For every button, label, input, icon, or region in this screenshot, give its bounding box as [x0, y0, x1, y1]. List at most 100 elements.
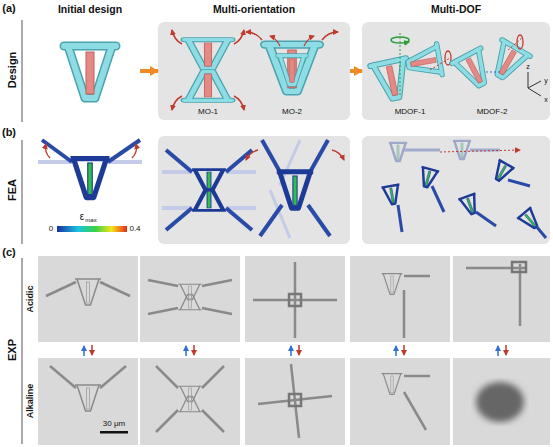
group-box: Multi-orientation [158, 22, 350, 120]
svg-line [162, 206, 192, 210]
svg-line [162, 170, 192, 174]
svg-line [403, 345, 405, 355]
panel-letter: (c) [2, 247, 15, 258]
colorbar-tick: 0 [49, 225, 53, 233]
colorbar-tick: 0.4 [129, 225, 140, 233]
svg-line [226, 206, 256, 210]
svg-rect [245, 256, 345, 342]
svg-use [178, 386, 201, 402]
svg-rect [289, 294, 301, 306]
svg-use [389, 143, 407, 161]
scale-label: 30 μm [103, 420, 125, 428]
fea-mo1 [162, 150, 256, 230]
svg-line [185, 346, 187, 356]
axis-label: x [544, 96, 548, 103]
svg-use [178, 284, 201, 300]
svg-line [148, 280, 178, 286]
row-title: FEA [7, 179, 18, 201]
svg-line [466, 267, 526, 270]
svg-line [403, 290, 406, 338]
svg-use [382, 274, 403, 295]
svg-line [404, 275, 430, 278]
svg-use [490, 160, 515, 185]
svg-line [50, 366, 76, 388]
group-box: Multi-DOF [362, 22, 550, 120]
fea-initial [38, 140, 142, 232]
svg-line [280, 140, 300, 185]
scale-bar [100, 431, 128, 434]
condition-label: Acidic [26, 285, 35, 312]
svg-line [156, 366, 178, 388]
svg-line [38, 160, 72, 164]
condition-label: Alkaline [26, 384, 35, 419]
svg-ellipse [476, 382, 524, 422]
svg-line [258, 396, 332, 404]
svg-rect [38, 358, 138, 445]
svg-line [226, 208, 252, 230]
svg-rect [512, 262, 526, 272]
svg-line [310, 140, 328, 172]
svg-line [202, 308, 232, 314]
colorbar-symbol: ε [80, 212, 84, 222]
svg-line [108, 160, 142, 164]
svg-rect [140, 358, 240, 445]
svg-use [178, 294, 201, 310]
svg-use [71, 159, 110, 198]
svg-line [404, 149, 440, 152]
svg-line [519, 264, 522, 326]
svg-use [75, 385, 101, 411]
variant-name: MDOF-2 [477, 108, 508, 116]
svg-rect [38, 256, 138, 342]
axis-label: y [544, 77, 548, 84]
flow-arrow [350, 69, 362, 73]
svg-line [202, 410, 224, 432]
svg-line [253, 299, 337, 302]
svg-rect [453, 256, 550, 342]
colorbar-subscript: max [85, 217, 96, 223]
svg-line [226, 170, 256, 174]
svg-line [226, 150, 252, 172]
fea-mdof [381, 141, 546, 238]
svg-rect [362, 136, 550, 244]
svg-line [291, 364, 299, 438]
exp-structures [46, 262, 526, 438]
svg-use [178, 396, 201, 412]
svg-line [91, 345, 93, 355]
svg-line [46, 282, 76, 296]
svg-line [166, 208, 192, 230]
svg-use [417, 167, 439, 189]
svg-line [395, 346, 397, 356]
svg-use [458, 193, 481, 216]
initial-design-drawing [64, 46, 116, 98]
switch-arrows [84, 345, 506, 356]
svg-use [192, 190, 226, 211]
svg-line [193, 345, 195, 355]
svg-line [298, 345, 300, 355]
panel-heading: Multi-orientation [138, 3, 370, 15]
variant-name: MDOF-1 [395, 108, 426, 116]
svg-line [262, 140, 280, 172]
svg-use [381, 184, 402, 205]
svg-rect [140, 256, 240, 342]
svg-line [404, 375, 430, 378]
svg-rect [158, 136, 350, 244]
svg-line [476, 212, 496, 226]
svg-rect [289, 394, 301, 406]
svg-use [517, 207, 543, 233]
svg-g [389, 141, 500, 161]
svg-use [75, 279, 101, 305]
svg-use [453, 141, 471, 159]
svg-line [432, 186, 444, 212]
svg-line [22, 140, 23, 244]
svg-line [404, 392, 426, 430]
svg-rect [453, 358, 550, 445]
svg-path [332, 150, 344, 160]
svg-line [470, 149, 500, 152]
svg-line [42, 140, 72, 162]
row-title: EXP [7, 339, 18, 361]
svg-line [270, 190, 290, 238]
panel-heading: Multi-DOF [342, 3, 553, 15]
fea-mo2 [246, 140, 344, 238]
panel-heading: Initial design [20, 3, 160, 15]
